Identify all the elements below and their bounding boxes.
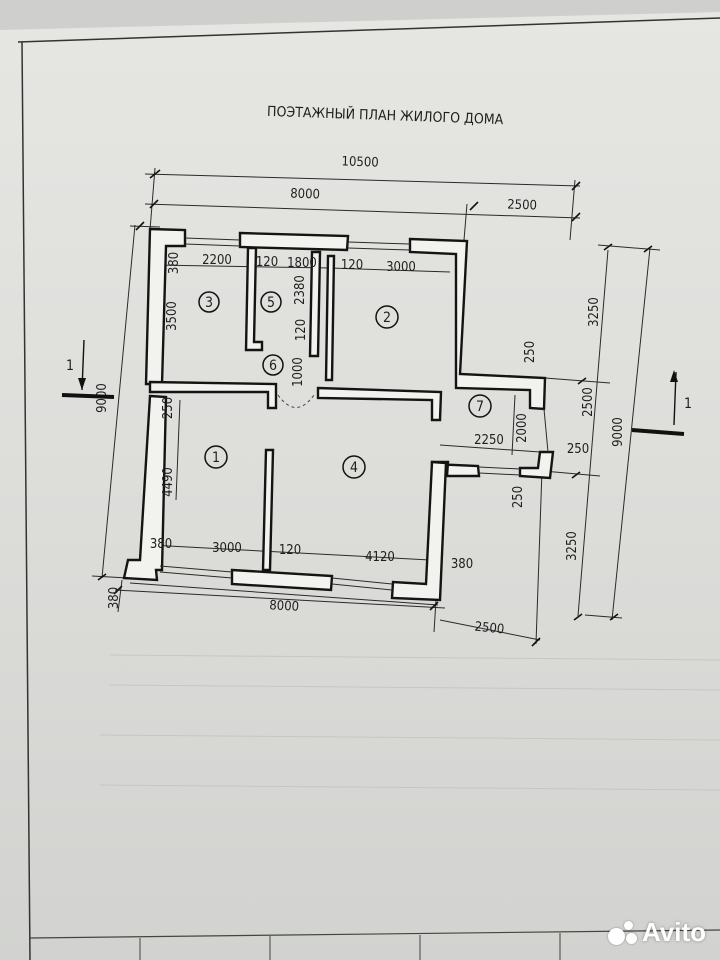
dim-ext-250b: 250	[567, 442, 589, 457]
dim-ext-250c: 250	[511, 486, 526, 508]
frame-top-line	[17, 17, 720, 43]
windows	[159, 237, 549, 591]
dim-partition-120v: 120	[294, 319, 309, 341]
svg-text:1: 1	[66, 358, 74, 374]
dim-bottom-ext: 2500	[474, 620, 505, 638]
svg-text:1: 1	[684, 396, 692, 412]
dim-room4-width: 4120	[365, 550, 395, 565]
dim-right-upper: 3250	[587, 297, 602, 327]
dim-bottom-wall: 380	[107, 587, 122, 609]
dim-wall-380-top: 380	[167, 252, 182, 274]
watermark-text: Avito	[641, 917, 706, 947]
avito-logo-icon	[607, 920, 638, 946]
avito-watermark: Avito	[607, 917, 706, 948]
dim-top-ext: 2500	[507, 197, 537, 213]
frame-left-line	[21, 41, 31, 960]
svg-text:3: 3	[205, 295, 213, 311]
svg-text:6: 6	[269, 358, 277, 374]
dim-partition-120b: 120	[341, 258, 363, 273]
dim-room5-height: 2380	[293, 275, 308, 305]
room-7-marker: 7	[468, 394, 492, 418]
dim-wall-380-right: 380	[451, 557, 473, 572]
title-block-line	[29, 929, 720, 939]
dim-room5-width: 1800	[287, 256, 317, 271]
svg-text:2: 2	[383, 310, 391, 326]
dim-room2-width: 3000	[386, 260, 416, 275]
dim-room1-height: 4490	[161, 467, 176, 497]
svg-text:5: 5	[267, 295, 275, 311]
dim-partition-120c: 120	[279, 543, 301, 558]
walls	[122, 227, 555, 602]
dimension-ticks	[97, 169, 653, 647]
dim-top-main: 8000	[290, 186, 320, 202]
room-2-marker: 2	[375, 305, 399, 329]
dim-wall-380-left: 380	[150, 537, 172, 552]
room-3-marker: 3	[198, 291, 220, 313]
dim-room3-height: 3500	[165, 301, 180, 331]
dim-room1-width: 3000	[212, 541, 242, 556]
dimension-lines	[91, 167, 661, 645]
room-6-marker: 6	[262, 354, 284, 376]
dim-ext-2000: 2000	[515, 413, 530, 443]
room-4-marker: 4	[342, 455, 366, 479]
plan-title: ПОЭТАЖНЫЙ ПЛАН ЖИЛОГО ДОМА	[267, 102, 504, 128]
svg-text:4: 4	[350, 460, 358, 476]
dim-ext-2250: 2250	[474, 433, 504, 448]
dim-room3-width: 2200	[202, 253, 232, 268]
dim-corridor-1000: 1000	[291, 357, 306, 387]
dim-right-lower: 3250	[565, 531, 580, 561]
dim-right-total: 9000	[611, 417, 626, 447]
dim-partition-120a: 120	[256, 255, 278, 270]
dim-right-middle: 2500	[581, 387, 596, 417]
room-1-marker: 1	[204, 445, 228, 469]
svg-text:7: 7	[476, 399, 484, 415]
dim-partition-250: 250	[161, 397, 176, 419]
room-markers: 3 5 2 6 7 1 4	[198, 291, 492, 479]
section-mark-right: 1	[631, 370, 692, 436]
dim-ext-250a: 250	[523, 341, 538, 363]
section-mark-left: 1	[61, 339, 115, 399]
dim-top-total: 10500	[341, 154, 379, 170]
dim-bottom-main: 8000	[269, 598, 300, 615]
svg-text:1: 1	[212, 450, 220, 466]
faint-table-lines	[99, 654, 720, 791]
dimension-labels: 10500 8000 2500 2200 120 1800 120 3000 3…	[95, 154, 626, 637]
doorway-arc	[277, 394, 315, 408]
room-5-marker: 5	[260, 291, 282, 313]
